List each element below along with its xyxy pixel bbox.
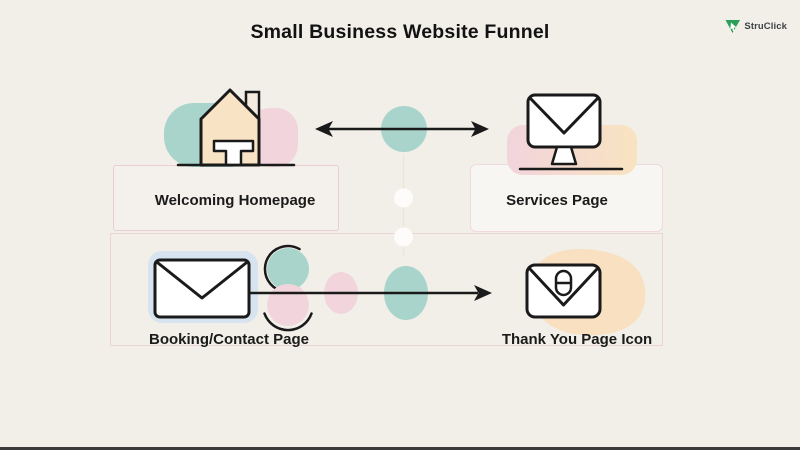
brand-logo: StruClick (725, 19, 787, 34)
arrow-connector (245, 255, 497, 335)
funnel-node-homepage (150, 73, 315, 173)
brand-name: StruClick (744, 21, 787, 32)
envelope-lock-icon (500, 235, 665, 350)
faint-box-services (470, 164, 663, 232)
accent-circle-pink (267, 284, 309, 326)
dotted-connector (390, 155, 420, 255)
envelope-icon (140, 238, 350, 342)
monitor-envelope-icon (495, 70, 665, 180)
brand-cursor-icon (725, 19, 741, 34)
funnel-node-booking (140, 238, 350, 342)
node-label-services: Services Page (506, 192, 608, 209)
house-icon (150, 73, 315, 173)
page-title: Small Business Website Funnel (250, 21, 550, 43)
node-label-homepage: Welcoming Homepage (154, 192, 316, 209)
funnel-node-services (495, 70, 665, 180)
node-label-booking: Booking/Contact Page (148, 331, 310, 348)
faint-box-bottom (110, 233, 663, 346)
accent-circle-teal (267, 248, 309, 290)
node-label-thankyou: Thank You Page Icon (501, 331, 653, 348)
double-arrow-connector (312, 98, 492, 162)
funnel-node-thankyou (500, 235, 665, 350)
footer-line (0, 447, 800, 450)
